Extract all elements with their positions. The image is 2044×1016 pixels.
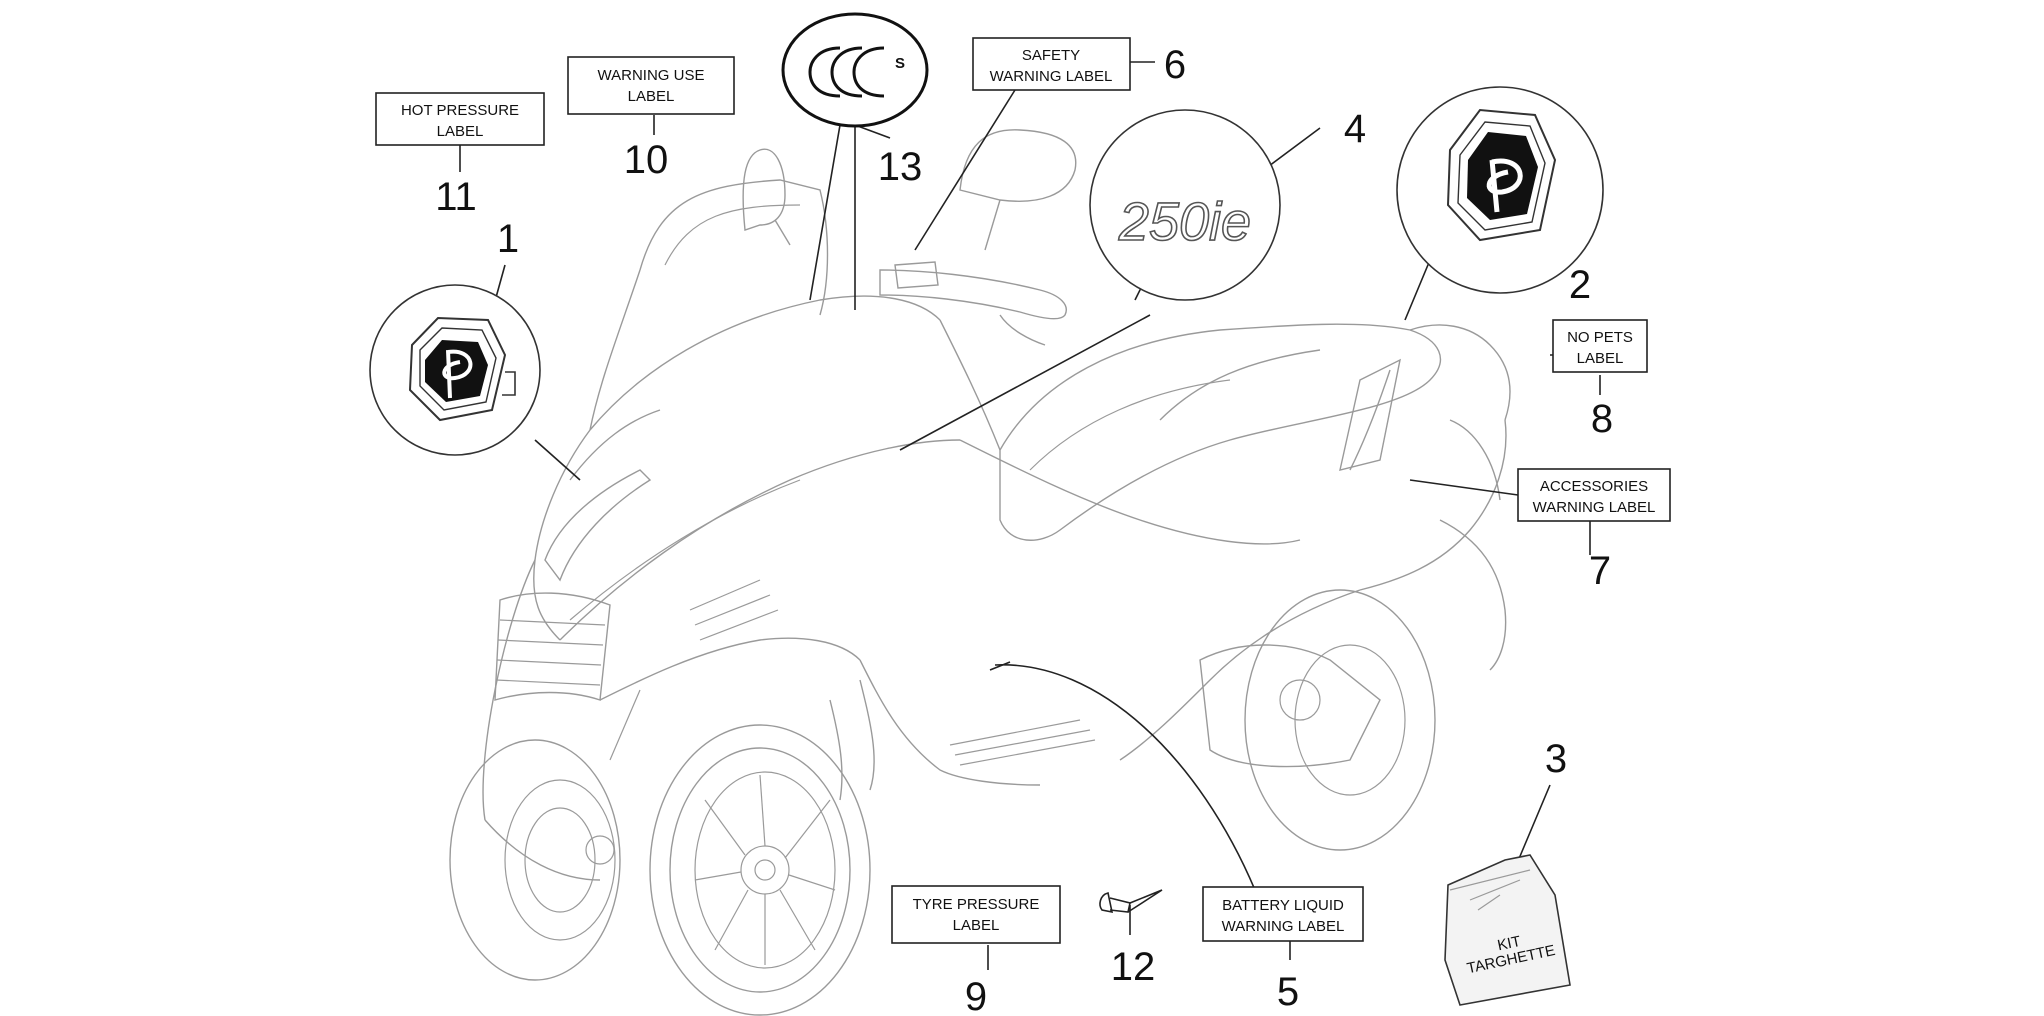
label-box-10: WARNING USE LABEL [567,56,735,115]
callout-rear-logo [1396,86,1604,294]
item-number-7: 7 [1589,549,1611,593]
callout-model-badge: 250ie [1089,109,1281,301]
item-number-10: 10 [624,138,669,182]
label-7-line1: ACCESSORIES [1540,478,1648,495]
item-number-9: 9 [965,975,987,1016]
item-number-12: 12 [1111,945,1156,989]
item-number-1: 1 [497,217,519,261]
item-number-6: 6 [1164,43,1186,87]
label-5-line1: BATTERY LIQUID [1222,897,1344,914]
scooter-drawing [449,129,1511,1016]
label-5-line2: WARNING LABEL [1222,918,1345,935]
item-number-13: 13 [878,145,923,189]
label-8-line2: LABEL [1577,350,1624,367]
label-8-line1: NO PETS [1567,329,1633,346]
label-box-11: HOT PRESSURE LABEL [375,92,545,146]
item-number-2: 2 [1569,263,1591,307]
label-6-line1: SAFETY [1022,47,1080,64]
label-box-8: NO PETS LABEL [1552,319,1648,373]
label-9-line2: LABEL [953,917,1000,934]
label-7-line2: WARNING LABEL [1533,499,1656,516]
item-number-4: 4 [1344,107,1366,151]
item-number-8: 8 [1591,397,1613,441]
item-number-3: 3 [1545,737,1567,781]
callout-ccc-mark: S [781,12,929,128]
label-10-line1: WARNING USE [598,67,705,84]
item-number-5: 5 [1277,970,1299,1014]
item-numbers: 1 2 3 4 5 6 7 8 9 10 11 12 13 [435,43,1613,1016]
part-12-fastener [1099,889,1163,914]
part-3-label-kit-bag: KIT TARGHETTE [1444,854,1571,1006]
label-9-line1: TYRE PRESSURE [913,896,1040,913]
label-11-line1: HOT PRESSURE [401,102,519,119]
label-box-9: TYRE PRESSURE LABEL [891,885,1061,944]
item-number-11: 11 [435,175,477,219]
label-box-6: SAFETY WARNING LABEL [972,37,1131,91]
callout-front-logo [369,284,541,456]
label-6-line2: WARNING LABEL [990,68,1113,85]
label-box-7: ACCESSORIES WARNING LABEL [1517,468,1671,522]
label-10-line2: LABEL [628,88,675,105]
ccc-suffix: S [895,55,905,72]
label-11-line2: LABEL [437,123,484,140]
label-box-5: BATTERY LIQUID WARNING LABEL [1202,886,1364,942]
model-badge-text: 250ie [1118,192,1251,252]
kit-bag-line1: KIT [1496,933,1522,954]
